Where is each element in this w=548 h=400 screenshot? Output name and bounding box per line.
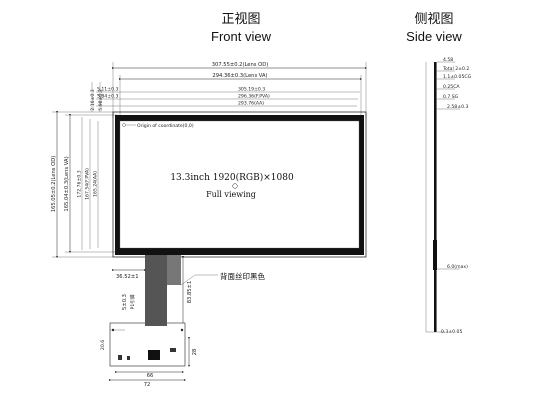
offset-dim-2: 5.98±0.3 (98, 89, 104, 110)
center-mark-icon (232, 183, 238, 189)
height-fpva-dim: 167.54(F.PVA) (85, 168, 91, 200)
side-dim-1: 4.58 (443, 57, 453, 63)
side-fpc-bend (433, 240, 437, 270)
height-lens-od-dim: 165.05±0.2(Lens OD) (51, 156, 57, 213)
connector-top-dim: 20.6 (100, 340, 106, 350)
width-lens-va-dim: 294.36±0.3(Lens VA) (212, 73, 267, 79)
width-lens-od-dim: 307.55±0.2(Lens OD) (212, 62, 269, 68)
side-dim-sg: 0.7 SG (443, 94, 459, 100)
connector-height-dim: 28 (192, 349, 198, 356)
top-dim-left-2: 5.84±0.3 (97, 94, 118, 100)
top-dim-right-3: 293.76(AA) (238, 101, 264, 107)
connector-66-dim: 66 (147, 373, 154, 379)
side-dim-offset: 2.58±0.3 (447, 104, 468, 110)
top-dim-right-2: 296.36(F.PVA) (238, 94, 270, 100)
side-panel-body (434, 62, 436, 332)
fpc-side-dim: 5±0.3 (122, 294, 128, 310)
fpc-stiffener (167, 255, 181, 285)
connector-chip (148, 350, 160, 360)
screen-spec: 13.3inch 1920(RGB)×1080 (170, 172, 294, 183)
top-dim-right-1: 305.19±0.3 (238, 87, 265, 93)
front-title-cn: 正视图 (221, 12, 260, 27)
viewing-label: Full viewing (206, 190, 256, 199)
fpc-print-note: 背面丝印黑色 (220, 271, 265, 281)
side-dim-bottom: 0.3±0.05 (441, 329, 462, 335)
fpc-length-dim: 83.85±1 (187, 281, 193, 304)
height-dim-3: 172.76±0.3 (77, 170, 83, 197)
fpc-pin-label: P1引脚 (129, 294, 136, 309)
side-dim-cg: 1.1±0.05CG (443, 74, 472, 80)
height-aa-dim: 165.24(AA) (93, 171, 99, 197)
origin-marker-icon (122, 123, 126, 127)
side-title-en: Side view (406, 29, 462, 44)
front-title-en: Front view (211, 29, 272, 44)
active-area (119, 120, 360, 249)
side-title-cn: 侧视图 (414, 12, 453, 27)
origin-note: Origin of coordinate(0,0) (137, 123, 194, 129)
side-dim-max: 6.0(max) (447, 264, 468, 270)
height-lens-va-dim: 165.04±0.3(Lens VA) (64, 156, 70, 211)
side-dim-total: Total 2±0.2 (442, 66, 469, 72)
top-dim-left-1: 5.11±0.3 (97, 87, 118, 93)
fpc-tail (145, 255, 167, 323)
side-dim-ca: 0.25CA (443, 84, 460, 90)
fpc-offset-dim: 36.52±1 (116, 274, 139, 280)
offset-dim-1: 2.16±0.3 (90, 89, 96, 110)
lens-outline (112, 111, 367, 258)
connector-72-dim: 72 (144, 382, 151, 388)
